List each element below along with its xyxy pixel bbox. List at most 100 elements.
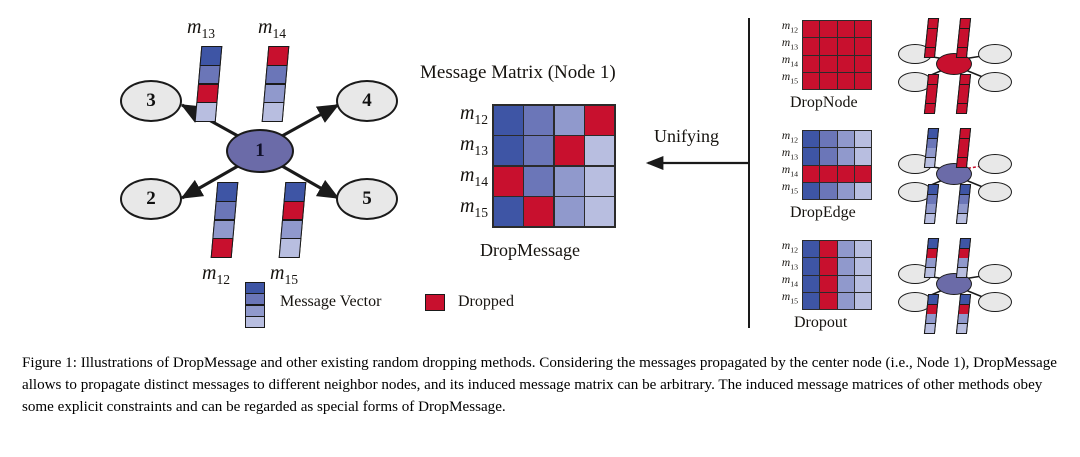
dropedge-matrix-cell-r3c1 [820,182,837,199]
dropout-mini-vector-top-right-cell-1 [959,248,969,258]
dropout-mini-center-node [936,273,972,295]
dropout-mini-vector-top-right-cell-0 [960,239,970,248]
dropout-method-name: Dropout [794,314,848,331]
graph-vector-label-m14: m14 [258,16,287,41]
graph-vector-m13-cell-2 [197,84,218,103]
dropout-mini-vector-bottom-left-cell-3 [925,324,935,333]
dropnode-row-label: m14 [781,54,798,69]
method-panel-dropout: m12 m13 m14 m15 Dropout [752,232,1072,340]
graph-vector-m13-cell-1 [199,65,220,84]
message-matrix-panel: Message Matrix (Node 1) m12 m13 m14 m15 … [420,62,635,262]
dropout-matrix-grid [802,240,872,310]
message-matrix-cell-r2c3 [585,166,614,196]
figure-caption: Figure 1: Illustrations of DropMessage a… [22,355,1057,416]
graph-vector-m12-cell-1 [215,201,236,220]
dropout-matrix-cell-r3c1 [820,292,837,309]
dropout-mini-vector-bottom-right-cell-3 [957,324,967,333]
dropnode-matrix-cell-r1c1 [820,38,837,55]
graph-vector-m14-cell-2 [264,84,285,103]
dropedge-mini-vector-bottom-right-cell-0 [960,185,970,194]
message-matrix-cell-r3c1 [524,197,554,226]
legend-dropped-swatch [425,294,445,311]
graph-node-2-label: 2 [146,188,156,209]
dropnode-matrix-cell-r3c0 [803,72,820,89]
dropedge-mini-vector-bottom-right-cell-3 [957,214,967,223]
legend-vector-cell-0 [246,283,264,294]
graph-vector-m15-cell-0 [284,183,306,201]
dropout-matrix-cell-r3c0 [803,292,820,309]
message-matrix-cell-r0c2 [554,106,584,135]
graph-vector-label-m15: m15 [270,262,299,287]
dropedge-mini-vector-bottom-right-cell-2 [958,204,968,214]
dropedge-mini-vector-bottom-left-cell-0 [928,185,938,194]
dropedge-matrix-cell-r0c2 [837,131,854,148]
message-matrix-cell-r3c3 [585,197,614,226]
dropout-matrix-cell-r0c0 [803,241,820,258]
dropnode-matrix-cell-r1c3 [854,38,871,55]
dropnode-matrix-cell-r3c1 [820,72,837,89]
message-matrix-cell-r2c0 [494,166,523,196]
graph-vector-m13-cell-3 [195,103,217,121]
message-matrix-cell-r3c2 [554,197,584,226]
dropout-matrix-cell-r1c1 [820,258,837,275]
dropnode-matrix-cell-r2c0 [803,55,820,72]
graph-vector-m15-cell-3 [279,239,301,257]
dropnode-mini-vector-bottom-right-cell-0 [960,75,970,84]
dropnode-mini-vector-top-right-cell-1 [959,28,969,38]
dropnode-mini-vector-top-left-cell-0 [928,19,938,28]
dropnode-matrix-cell-r0c1 [820,21,837,38]
legend-message-vector-label: Message Vector [280,293,382,310]
dropedge-matrix-cell-r1c3 [854,148,871,165]
dropout-matrix-cell-r3c3 [854,292,871,309]
graph-vector-m13-cell-0 [200,47,222,65]
dropout-matrix-cell-r2c0 [803,275,820,292]
graph-panel: 3 4 2 5 1 m13 m14 m12 m15 [110,10,410,290]
dropnode-mini-vector-top-left-cell-3 [925,48,935,57]
dropout-matrix-cell-r2c1 [820,275,837,292]
dropnode-mini-vector-top-left-cell-1 [927,28,937,38]
dropnode-mini-node-top-right [978,44,1012,64]
dropout-mini-vector-top-left-cell-3 [925,268,935,277]
dropout-row-label: m13 [781,257,798,272]
dropedge-mini-node-top-right [978,154,1012,174]
dropnode-matrix-cell-r3c3 [854,72,871,89]
dropout-row-label: m12 [781,240,798,255]
dropnode-mini-vector-bottom-left-cell-3 [925,104,935,113]
dropedge-mini-vector-top-right-cell-3 [957,158,967,167]
dropedge-mini-vector-bottom-left-cell-1 [927,194,937,204]
legend-message-vector-swatch [245,282,265,328]
legend: Message Vector Dropped [245,282,605,330]
dropout-mini-vector-top-left-cell-0 [928,239,938,248]
dropedge-mini-vector-bottom-left-cell-2 [926,204,936,214]
message-matrix-cell-r1c3 [585,136,614,166]
dropout-mini-vector-top-left-cell-2 [926,258,936,268]
dropnode-row-label: m13 [781,37,798,52]
dropnode-mini-vector-bottom-left-cell-0 [928,75,938,84]
figure-graphic: 3 4 2 5 1 m13 m14 m12 m15 [110,10,1072,340]
dropnode-row-labels: m12 m13 m14 m15 [752,18,798,86]
graph-vector-m15-cell-2 [281,220,302,239]
message-matrix-cell-r0c1 [524,106,554,135]
legend-vector-cell-3 [246,316,264,327]
dropnode-mini-vector-top-right-cell-0 [960,19,970,28]
dropnode-method-name: DropNode [790,94,858,111]
dropedge-row-label: m12 [781,130,798,145]
dropnode-mini-center-node [936,53,972,75]
unifying-arrow-icon [645,155,748,171]
dropnode-matrix-cell-r0c2 [837,21,854,38]
dropedge-matrix-cell-r1c2 [837,148,854,165]
dropedge-mini-vector-top-left-cell-2 [926,148,936,158]
graph-vector-label-m13: m13 [187,16,216,41]
message-matrix-cell-r0c3 [585,106,614,135]
message-matrix-row-label: m14 [459,164,488,189]
dropedge-mini-vector-top-right-cell-0 [960,129,970,138]
message-matrix-cell-r3c0 [494,197,523,226]
legend-vector-cell-1 [246,294,264,305]
dropedge-mini-vector-top-right-cell-2 [958,148,968,158]
dropnode-mini-vector-bottom-right-cell-2 [958,94,968,104]
message-matrix-cell-r1c2 [554,136,584,166]
message-matrix-cell-r1c1 [524,136,554,166]
legend-vector-cell-2 [246,305,264,316]
dropedge-row-label: m15 [781,181,798,196]
dropnode-mini-vector-bottom-left-cell-2 [926,94,936,104]
